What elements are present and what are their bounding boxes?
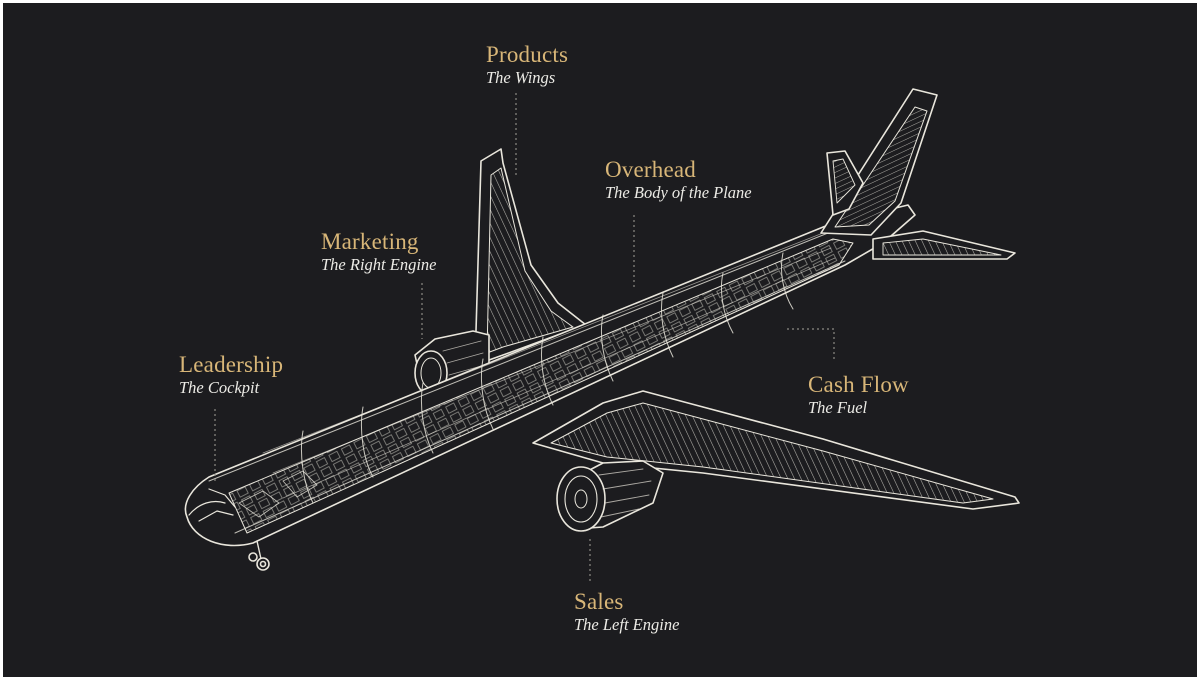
callout-subtitle: The Right Engine bbox=[321, 255, 437, 274]
right-wing bbox=[474, 148, 587, 366]
callout-title: Products bbox=[486, 42, 569, 67]
callout-overhead: Overhead The Body of the Plane bbox=[605, 157, 752, 203]
callout-products: Products The Wings bbox=[486, 42, 568, 88]
callout-subtitle: The Cockpit bbox=[179, 378, 260, 397]
airplane-cutaway-illustration bbox=[184, 88, 1020, 583]
leader-lines bbox=[214, 93, 835, 583]
leader-line-cash-flow bbox=[787, 328, 835, 359]
tail-section bbox=[820, 88, 1016, 260]
callout-title: Marketing bbox=[321, 229, 419, 254]
callout-subtitle: The Body of the Plane bbox=[605, 183, 752, 202]
callout-cash-flow: Cash Flow The Fuel bbox=[808, 372, 909, 418]
callout-sales: Sales The Left Engine bbox=[574, 589, 679, 635]
left-engine bbox=[556, 460, 664, 532]
callout-title: Sales bbox=[574, 589, 624, 614]
callout-marketing: Marketing The Right Engine bbox=[321, 229, 436, 275]
diagram-canvas: Products The Wings Overhead The Body of … bbox=[3, 3, 1197, 677]
callout-subtitle: The Fuel bbox=[808, 398, 868, 417]
callout-title: Cash Flow bbox=[808, 372, 909, 397]
callout-title: Overhead bbox=[605, 157, 696, 182]
callout-subtitle: The Wings bbox=[486, 68, 556, 87]
callout-subtitle: The Left Engine bbox=[574, 615, 680, 634]
left-wing bbox=[532, 390, 1020, 510]
fuselage bbox=[184, 204, 916, 547]
nose-landing-gear bbox=[248, 540, 270, 571]
callout-leadership: Leadership The Cockpit bbox=[179, 352, 283, 398]
callout-title: Leadership bbox=[179, 352, 284, 377]
